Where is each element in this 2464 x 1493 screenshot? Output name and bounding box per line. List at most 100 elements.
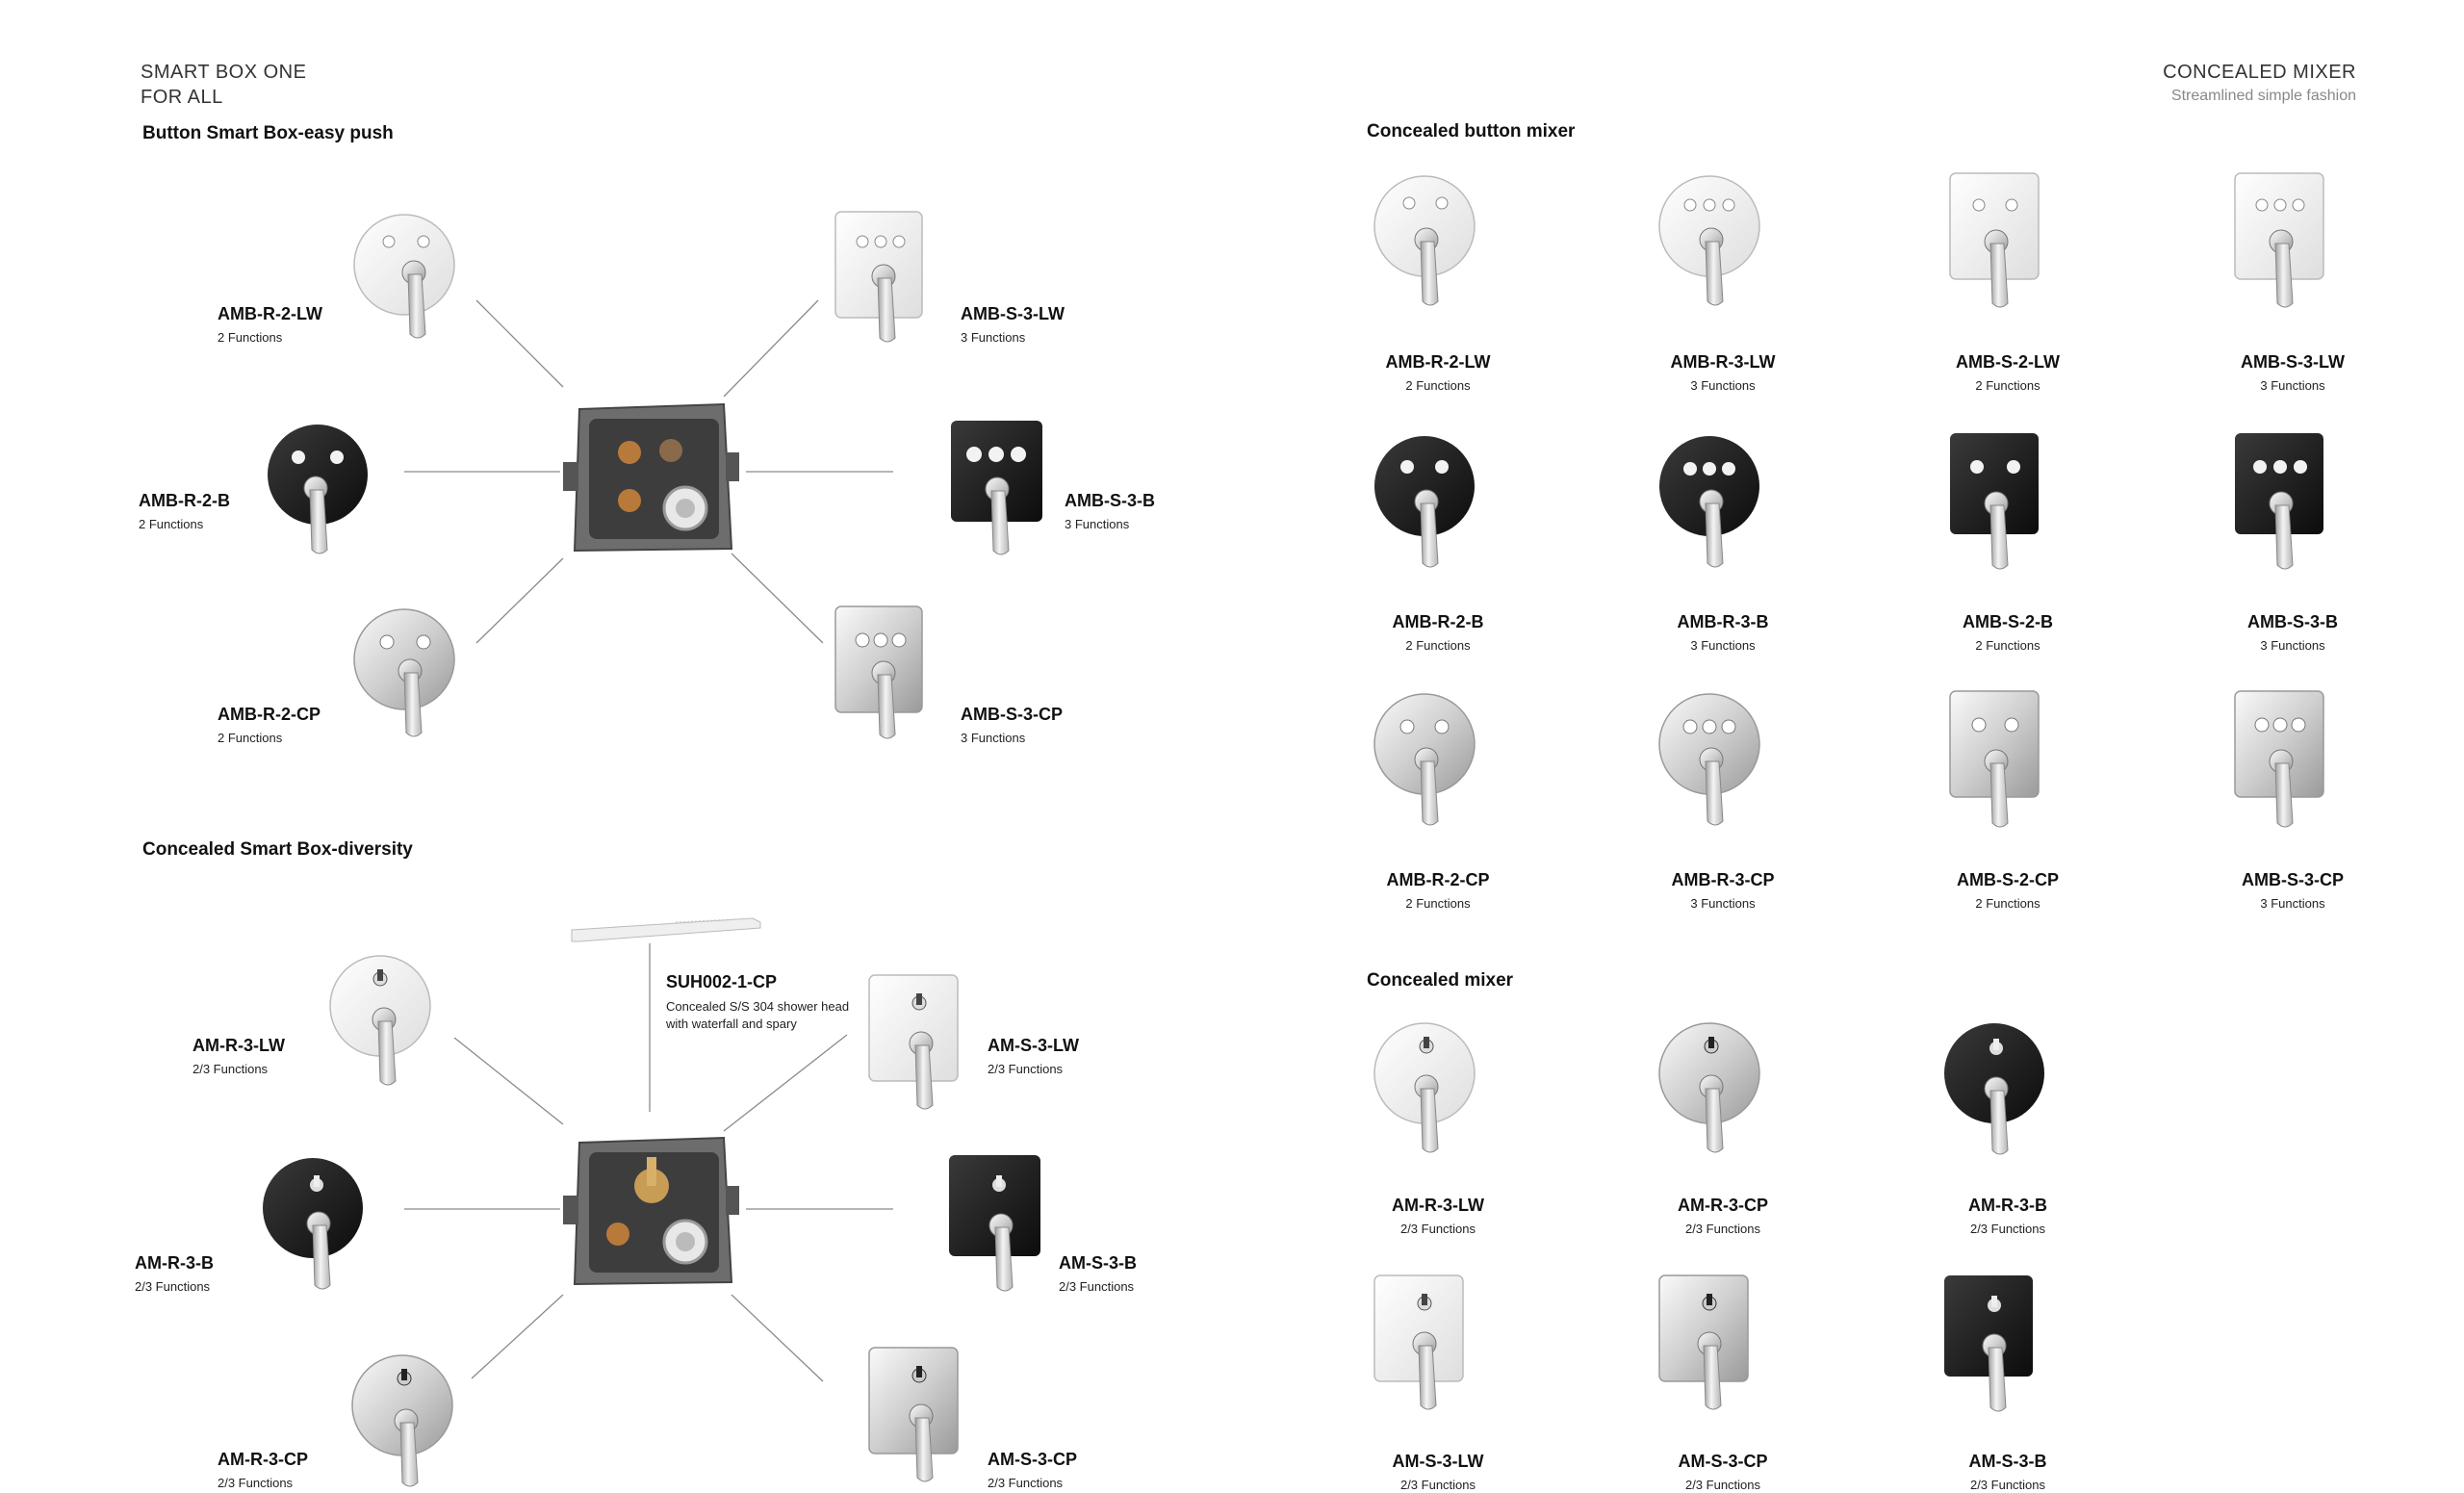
- mixer-grid-code-6: AM-S-3-B: [1968, 1452, 2047, 1471]
- grid-product-amb-r-2-b: [1374, 436, 1475, 568]
- mixer-product-am-s-3-lw: [1373, 1274, 1464, 1410]
- diagram1-code-5: AMB-S-3-B: [1065, 491, 1155, 510]
- mixer-grid-fn-4: 2/3 Functions: [1399, 1478, 1476, 1492]
- grid-product-amb-s-2-lw: [1949, 172, 2040, 308]
- product-amb-r-2-cp: [353, 608, 455, 737]
- diagram1-fn-2: 2 Functions: [139, 517, 204, 531]
- diagram2-label-3: AM-R-3-CP 2/3 Functions: [218, 1450, 308, 1490]
- diagram1-code-4: AMB-S-3-LW: [961, 304, 1065, 323]
- shower-head-code: SUH002-1-CP: [666, 972, 778, 991]
- diagram1-label-2: AMB-R-2-B 2 Functions: [139, 491, 230, 531]
- button-grid-fn-5: 2 Functions: [1405, 638, 1471, 653]
- grid-product-amb-r-3-lw: [1658, 175, 1760, 306]
- diagram2-fn-3: 2/3 Functions: [218, 1476, 294, 1490]
- diagram2-fn-2: 2/3 Functions: [135, 1279, 211, 1294]
- button-grid-label-12: AMB-S-3-CP 3 Functions: [2182, 870, 2403, 911]
- mixer-grid-code-2: AM-R-3-CP: [1678, 1196, 1768, 1215]
- button-grid-fn-7: 2 Functions: [1975, 638, 2040, 653]
- button-grid-fn-4: 3 Functions: [2260, 378, 2325, 393]
- mixer-grid-label-3: AM-R-3-B 2/3 Functions: [1897, 1196, 2118, 1236]
- diagram1-code-3: AMB-R-2-CP: [218, 705, 321, 724]
- diagram1-code-1: AMB-R-2-LW: [218, 304, 322, 323]
- button-grid-fn-2: 3 Functions: [1690, 378, 1756, 393]
- product-am-s-3-lw: [868, 974, 959, 1110]
- left-title-line2: FOR ALL: [141, 87, 223, 108]
- button-grid-code-12: AMB-S-3-CP: [2242, 870, 2344, 889]
- product-am-r-3-b: [263, 1158, 363, 1290]
- mixer-product-am-r-3-b: [1944, 1023, 2044, 1155]
- diagram1-fn-6: 3 Functions: [961, 731, 1026, 745]
- button-grid-code-8: AMB-S-3-B: [2247, 612, 2338, 631]
- button-grid-fn-1: 2 Functions: [1405, 378, 1471, 393]
- diagram1-label-5: AMB-S-3-B 3 Functions: [1065, 491, 1155, 531]
- smart-box-valve-2: [563, 1136, 739, 1286]
- button-grid-fn-10: 3 Functions: [1690, 896, 1756, 911]
- mixer-grid-code-3: AM-R-3-B: [1968, 1196, 2047, 1215]
- mixer-product-am-s-3-cp: [1658, 1274, 1749, 1410]
- mixer-grid-fn-2: 2/3 Functions: [1684, 1222, 1761, 1236]
- button-grid-label-6: AMB-R-3-B 3 Functions: [1612, 612, 1834, 653]
- diagram2-code-5: AM-S-3-B: [1059, 1253, 1137, 1273]
- grid-product-amb-r-2-lw: [1373, 175, 1476, 306]
- button-grid-code-9: AMB-R-2-CP: [1386, 870, 1490, 889]
- button-grid-fn-9: 2 Functions: [1405, 896, 1471, 911]
- grid-product-amb-s-2-b: [1950, 433, 2039, 570]
- product-am-r-3-cp: [351, 1354, 453, 1487]
- mixer-grid-code-1: AM-R-3-LW: [1392, 1196, 1484, 1215]
- mixer-grid-fn-5: 2/3 Functions: [1684, 1478, 1761, 1492]
- grid-product-amb-s-3-cp: [2234, 690, 2324, 828]
- section-title-concealed-mixer: Concealed mixer: [1367, 970, 1514, 991]
- diagram2-code-1: AM-R-3-LW: [192, 1036, 285, 1055]
- mixer-product-am-r-3-lw: [1373, 1022, 1476, 1153]
- diagram1-fn-1: 2 Functions: [218, 330, 283, 345]
- product-am-r-3-lw: [329, 955, 431, 1086]
- diagram2-label-6: AM-S-3-CP 2/3 Functions: [988, 1450, 1077, 1490]
- button-grid-code-6: AMB-R-3-B: [1677, 612, 1769, 631]
- product-amb-s-3-lw: [834, 211, 923, 343]
- diagram2-code-6: AM-S-3-CP: [988, 1450, 1077, 1469]
- diagram2-fn-5: 2/3 Functions: [1059, 1279, 1135, 1294]
- product-amb-r-2-lw: [353, 214, 455, 339]
- product-am-s-3-cp: [868, 1347, 959, 1482]
- grid-product-amb-r-3-b: [1659, 436, 1759, 568]
- diagram1-code-6: AMB-S-3-CP: [961, 705, 1063, 724]
- button-grid-fn-12: 3 Functions: [2260, 896, 2325, 911]
- left-title-line1: SMART BOX ONE: [141, 62, 307, 83]
- shower-head-image: [571, 917, 761, 942]
- product-amb-s-3-b: [951, 421, 1042, 555]
- mixer-grid-fn-3: 2/3 Functions: [1969, 1222, 2046, 1236]
- diagram1-label-3: AMB-R-2-CP 2 Functions: [218, 705, 321, 745]
- diagram1-code-2: AMB-R-2-B: [139, 491, 230, 510]
- diagram2-label-2: AM-R-3-B 2/3 Functions: [135, 1253, 214, 1294]
- button-grid-code-10: AMB-R-3-CP: [1671, 870, 1775, 889]
- diagram2-code-2: AM-R-3-B: [135, 1253, 214, 1273]
- mixer-grid-code-5: AM-S-3-CP: [1678, 1452, 1768, 1471]
- grid-product-amb-r-3-cp: [1658, 693, 1760, 826]
- mixer-grid-label-5: AM-S-3-CP 2/3 Functions: [1612, 1452, 1834, 1492]
- section-title-button-smart-box: Button Smart Box-easy push: [142, 123, 394, 143]
- product-am-s-3-b: [949, 1155, 1040, 1292]
- product-amb-r-2-b: [268, 425, 368, 554]
- section-title-concealed-smart-box: Concealed Smart Box-diversity: [142, 839, 413, 860]
- diagram2-code-3: AM-R-3-CP: [218, 1450, 308, 1469]
- button-grid-code-2: AMB-R-3-LW: [1670, 352, 1776, 372]
- button-grid-code-11: AMB-S-2-CP: [1957, 870, 2059, 889]
- smart-box-valve-1: [563, 402, 739, 553]
- button-grid-fn-6: 3 Functions: [1690, 638, 1756, 653]
- diagram1-fn-5: 3 Functions: [1065, 517, 1130, 531]
- diagram2-label-5: AM-S-3-B 2/3 Functions: [1059, 1253, 1137, 1294]
- grid-product-amb-s-2-cp: [1949, 690, 2040, 828]
- button-grid-label-9: AMB-R-2-CP 2 Functions: [1327, 870, 1549, 911]
- right-title: CONCEALED MIXER: [2163, 62, 2356, 83]
- left-title: SMART BOX ONE FOR ALL: [141, 60, 306, 110]
- diagram2-fn-4: 2/3 Functions: [988, 1062, 1064, 1076]
- button-grid-fn-3: 2 Functions: [1975, 378, 2040, 393]
